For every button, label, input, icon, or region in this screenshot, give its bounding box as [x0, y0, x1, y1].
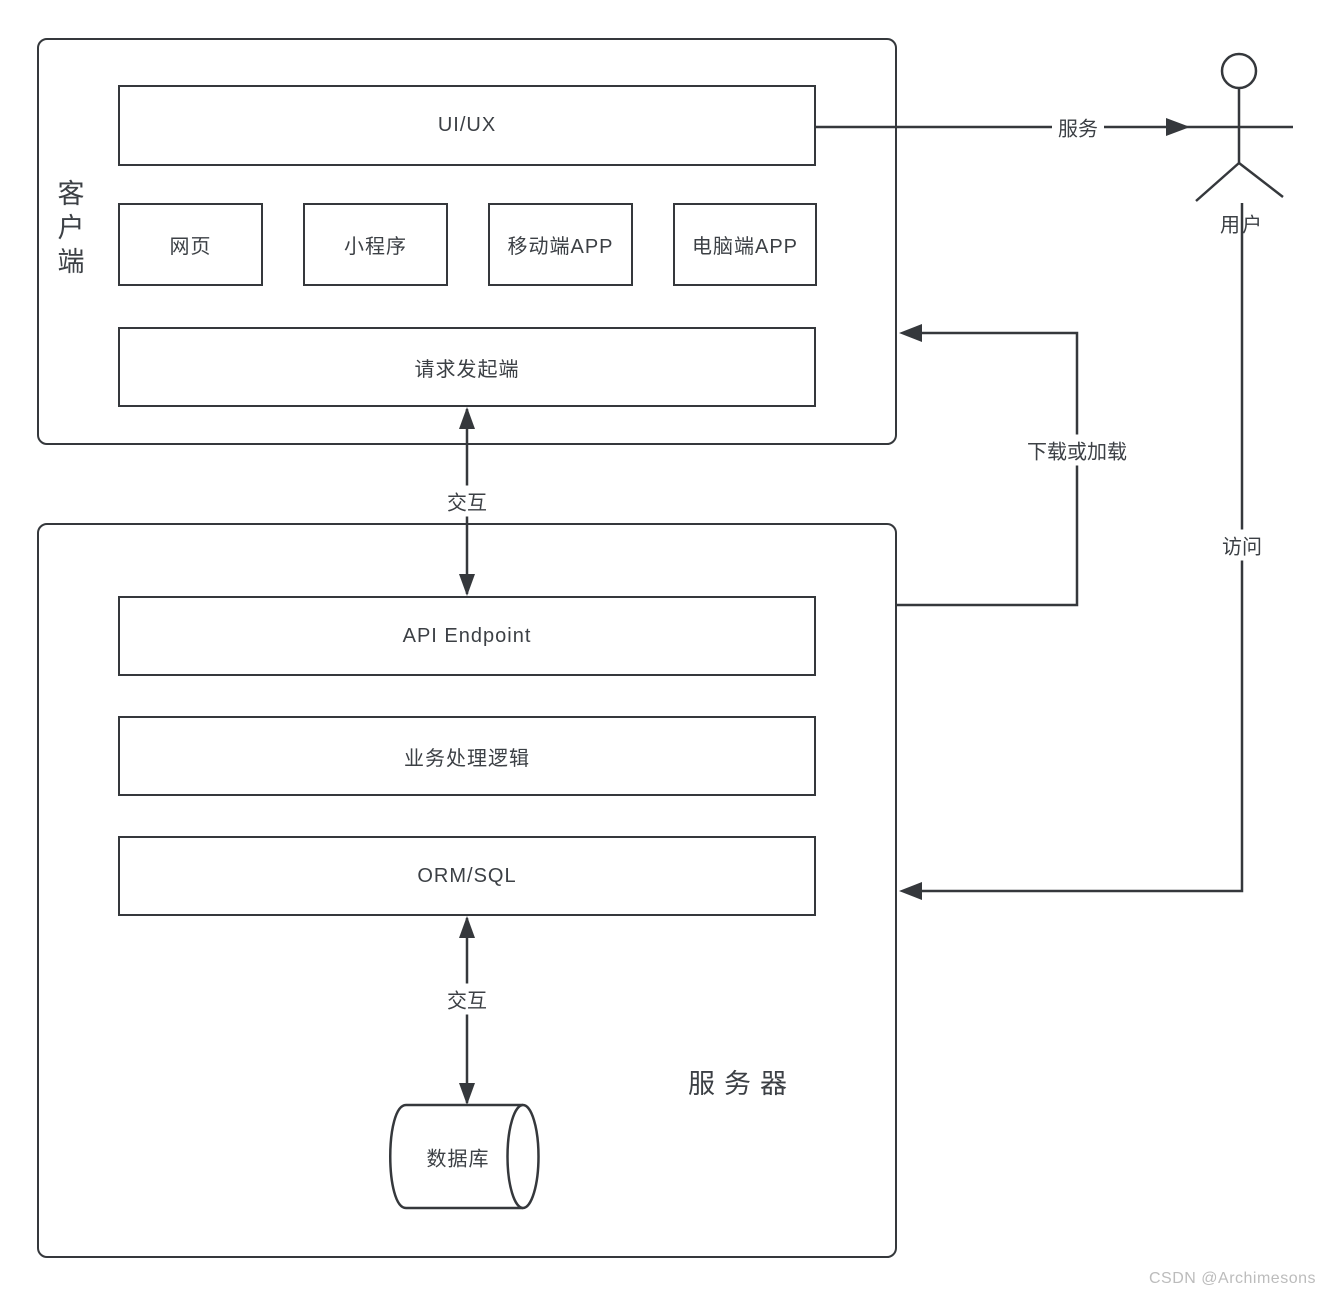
server-group-label: 服务器 [688, 1069, 796, 1099]
server-group: 服务器 API Endpoint 业务处理逻辑 ORM/SQL [37, 523, 897, 1258]
access-arrow [899, 203, 1244, 900]
channel-node-web: 网页 [118, 203, 263, 286]
access-edge-label: 访问 [1216, 529, 1268, 561]
watermark: CSDN @Archimesons [1149, 1270, 1316, 1287]
user-actor-icon [1195, 52, 1284, 202]
orm-db-interact-label: 交互 [441, 983, 493, 1015]
api-endpoint-node: API Endpoint [118, 596, 816, 676]
download-edge-label: 下载或加载 [1021, 434, 1133, 466]
service-edge-label: 服务 [1052, 111, 1104, 143]
request-initiator-node: 请求发起端 [118, 327, 816, 407]
client-group: 客户端 UI/UX 网页 小程序 移动端APP 电脑端APP 请求发起端 [37, 38, 897, 445]
business-logic-node: 业务处理逻辑 [118, 716, 816, 796]
channel-node-mobile-app: 移动端APP [488, 203, 633, 286]
database-label: 数据库 [426, 1148, 490, 1171]
channel-node-miniprogram: 小程序 [303, 203, 448, 286]
uiux-node: UI/UX [118, 85, 816, 166]
orm-sql-node: ORM/SQL [118, 836, 816, 916]
user-actor-label: 用户 [1220, 214, 1264, 237]
client-server-interact-label: 交互 [441, 485, 493, 517]
channel-node-desktop-app: 电脑端APP [673, 203, 817, 286]
client-group-label: 客户端 [57, 179, 85, 277]
